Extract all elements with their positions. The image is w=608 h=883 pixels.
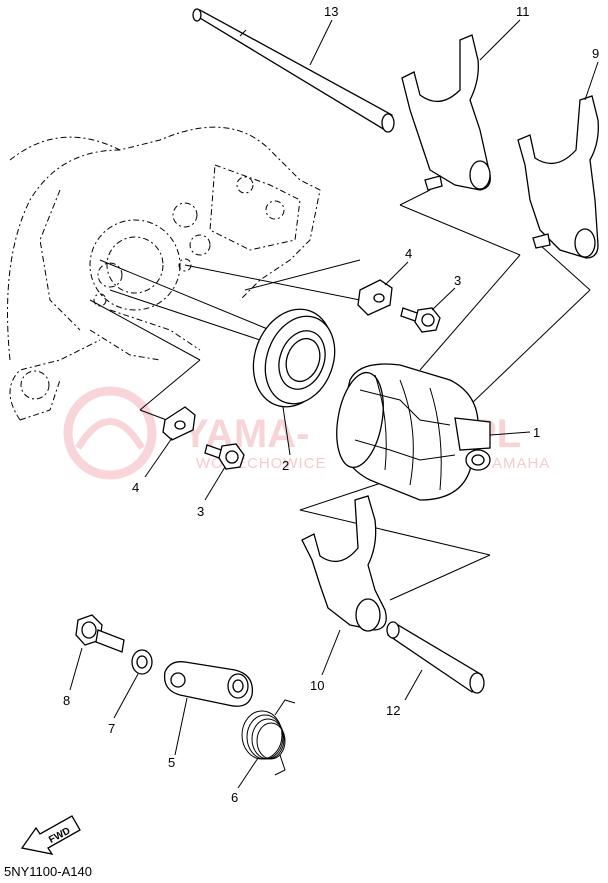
callout-11: 11 xyxy=(516,4,530,19)
watermark-sub-mid-text: ECHOWICE xyxy=(236,455,327,472)
bolt-3-lower xyxy=(204,443,245,470)
shift-fork-10 xyxy=(301,495,387,632)
lever-5 xyxy=(163,661,254,707)
shift-fork-9 xyxy=(517,95,599,259)
callout-1: 1 xyxy=(533,425,540,440)
bolt-8 xyxy=(75,614,125,653)
callout-2: 2 xyxy=(282,458,289,473)
watermark-main-text: YAMA- xyxy=(182,412,309,456)
leader-lines xyxy=(69,19,599,789)
callout-8: 8 xyxy=(63,693,70,708)
stopper-plate-4-upper xyxy=(357,279,393,316)
bolt-3-upper xyxy=(400,307,441,333)
diagram-code: 5NY1100-A140 xyxy=(4,864,92,879)
crankcase-outline xyxy=(7,126,321,421)
shift-drum-1 xyxy=(336,363,491,501)
callout-7: 7 xyxy=(108,721,115,736)
shift-fork-11 xyxy=(401,34,491,191)
shift-shaft-13 xyxy=(192,8,395,133)
callout-4-upper: 4 xyxy=(405,246,412,261)
watermark: YAMA- PL WOJ ECHOWICE AMAHA xyxy=(63,386,550,480)
callout-10: 10 xyxy=(310,678,324,693)
callout-5: 5 xyxy=(168,755,175,770)
watermark-sub-right-text: AMAHA xyxy=(492,455,550,472)
fwd-arrow-icon: FWD xyxy=(20,815,81,855)
callouts: 13 11 9 4 3 1 2 4 3 10 12 8 7 5 6 xyxy=(63,4,599,805)
shaft-12 xyxy=(386,621,485,694)
callout-3-upper: 3 xyxy=(454,273,461,288)
callout-13: 13 xyxy=(324,4,338,19)
callout-9: 9 xyxy=(592,46,599,61)
bearing-2 xyxy=(252,308,336,408)
callout-4-lower: 4 xyxy=(132,480,139,495)
callout-6: 6 xyxy=(231,790,238,805)
callout-12: 12 xyxy=(386,703,400,718)
spring-6 xyxy=(241,699,296,776)
callout-3-lower: 3 xyxy=(197,504,204,519)
collar-7 xyxy=(131,649,153,675)
stopper-plate-4-lower xyxy=(162,406,196,441)
assembly-lines xyxy=(89,189,591,601)
